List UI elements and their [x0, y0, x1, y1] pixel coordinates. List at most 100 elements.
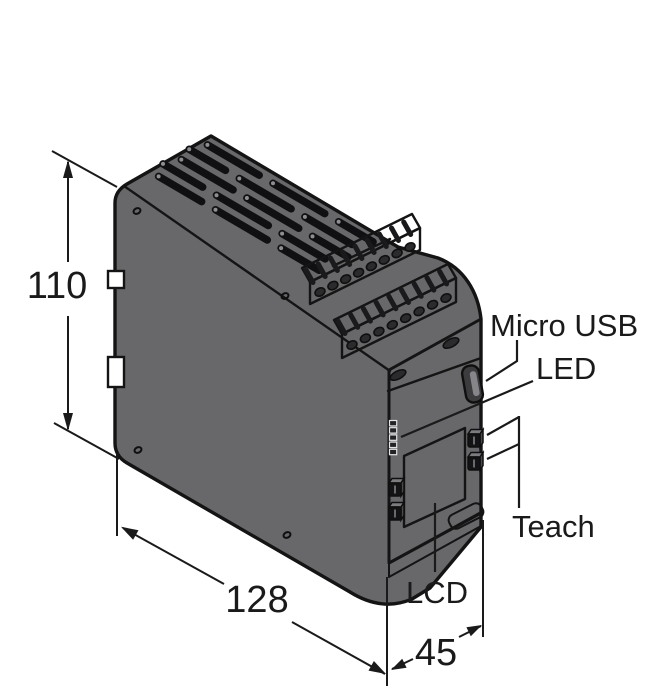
vent-highlight — [237, 176, 242, 181]
arrowhead-right — [466, 625, 482, 637]
vent-slot — [269, 179, 329, 218]
comb-slot — [376, 231, 389, 249]
comb-slot — [303, 267, 316, 285]
vent-slot — [154, 172, 206, 206]
teach-button-2[interactable] — [466, 450, 485, 473]
comb-slot — [399, 287, 411, 305]
function-button-1[interactable] — [387, 476, 406, 499]
led-indicators — [388, 419, 398, 456]
top-seam-line — [331, 237, 392, 268]
terminal-block-front — [332, 262, 458, 360]
rivet-hole — [132, 207, 142, 215]
rivet-hole — [280, 292, 290, 300]
front-panel — [386, 317, 485, 578]
screw-hole — [352, 267, 365, 278]
vent-slot — [235, 174, 295, 213]
extension-tick — [53, 422, 120, 460]
micro-usb-label: Micro USB — [490, 308, 638, 343]
bottom-foot — [447, 502, 485, 530]
comb-slot — [315, 261, 328, 279]
arrowhead-right — [368, 661, 386, 674]
micro-usb-leader-line — [485, 340, 519, 382]
dimension-depth-value: 128 — [225, 579, 288, 621]
vent-highlight — [179, 157, 184, 162]
comb-slot — [360, 306, 373, 324]
dimension-line — [291, 621, 386, 675]
led-indicator — [388, 427, 398, 434]
function-button-2[interactable] — [387, 500, 406, 523]
micro-usb-port[interactable] — [460, 364, 485, 404]
led-label: LED — [536, 351, 596, 386]
vent-slot — [278, 229, 329, 263]
vent-slot — [212, 191, 273, 230]
dimension-depth: 128 — [116, 453, 388, 686]
teach-leader-line-2 — [486, 443, 520, 460]
comb-slot — [335, 318, 348, 336]
vent-highlight — [244, 196, 249, 200]
vent-highlights — [156, 142, 341, 251]
terminal-screw-holes — [346, 292, 452, 351]
screw-hole — [365, 261, 378, 272]
comb-slot — [364, 237, 377, 255]
terminal-screw-holes — [314, 241, 416, 298]
led-indicator — [388, 441, 398, 449]
usb-port-inner — [469, 371, 480, 397]
vent-slot — [211, 205, 272, 244]
vent-slot — [159, 160, 207, 191]
housing-body — [113, 134, 483, 606]
lcd-label: LCD — [406, 575, 468, 610]
panel-screw-slot — [442, 336, 460, 350]
vent-highlight — [156, 174, 161, 179]
screw-hole — [399, 313, 412, 324]
arrowhead-left — [391, 658, 407, 670]
led-indicator — [388, 448, 398, 456]
vent-highlight — [214, 193, 219, 198]
rivet-hole — [282, 531, 292, 539]
vent-highlight — [279, 246, 284, 251]
screw-hole — [440, 292, 452, 304]
comb-slot — [340, 249, 353, 267]
vent-highlight — [310, 234, 315, 239]
housing — [106, 134, 483, 606]
led-indicator — [388, 419, 398, 427]
rivet-hole — [133, 446, 143, 454]
comb-slot — [401, 219, 414, 237]
vent-slot — [243, 194, 303, 233]
vent-slot — [185, 145, 230, 175]
vent-highlight — [280, 231, 285, 236]
teach-button-1[interactable] — [466, 427, 485, 450]
terminal-comb-slots — [335, 268, 450, 336]
terminal-comb-slots — [303, 219, 414, 285]
vent-slot — [203, 141, 263, 179]
vent-highlight — [336, 219, 341, 224]
screw-hole — [314, 286, 326, 298]
vent-highlight — [187, 147, 192, 152]
extension-tick — [51, 150, 118, 188]
vent-slot — [301, 213, 356, 249]
screw-hole — [359, 333, 372, 344]
side-top-edge — [122, 184, 392, 373]
dimension-line — [122, 527, 225, 585]
callout-labels: Micro USB LED Teach LCD — [406, 308, 638, 610]
vent-slot — [177, 155, 237, 194]
arrowhead-up — [63, 160, 73, 178]
screw-hole — [346, 339, 358, 351]
vent-highlight — [205, 142, 210, 147]
terminal-block-rear — [300, 212, 422, 306]
bottom-trim — [388, 511, 482, 578]
din-notch-upper — [106, 269, 126, 290]
screw-hole — [413, 306, 425, 317]
comb-slot — [348, 312, 361, 330]
comb-slot — [389, 225, 401, 243]
dimension-width-value: 45 — [415, 632, 457, 674]
vent-slot — [277, 244, 323, 275]
led-leader-line — [400, 379, 534, 439]
screw-hole — [426, 299, 439, 310]
dimension-height-value: 110 — [27, 265, 88, 307]
din-notch-lower — [106, 355, 126, 389]
comb-slot — [327, 255, 340, 273]
comb-slot — [386, 293, 399, 312]
comb-slot — [424, 275, 437, 293]
led-indicator — [388, 434, 398, 441]
comb-slot — [437, 268, 450, 287]
